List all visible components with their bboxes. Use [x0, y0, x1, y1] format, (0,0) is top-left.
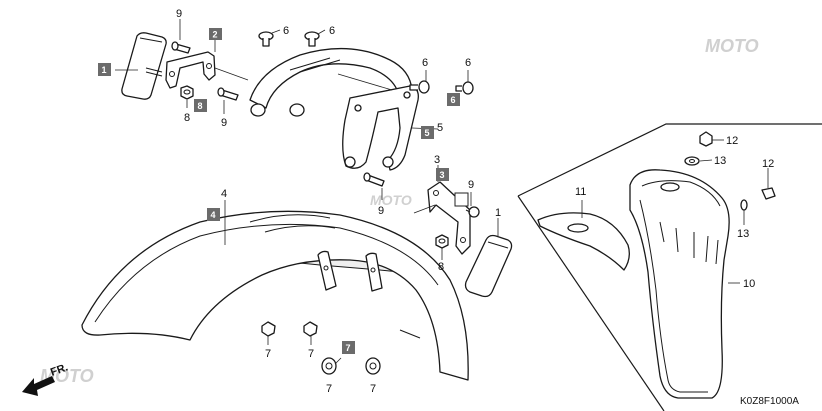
watermark-top: MOTO	[705, 36, 759, 56]
washer-13-right	[740, 199, 748, 211]
callout-box-2	[209, 28, 222, 40]
front-fender-4	[81, 210, 469, 381]
washer-7-c	[321, 357, 337, 375]
callout-box-3-text: 3	[440, 170, 445, 180]
direction-label: FR.	[49, 361, 70, 378]
callout-9: 9	[468, 179, 474, 191]
washer-13-top	[684, 156, 700, 166]
watermark-text-top: MOTO	[705, 36, 759, 56]
screw-6-c	[409, 80, 430, 94]
watermark-text-center: MOTO	[370, 192, 412, 208]
callout-7: 7	[308, 348, 314, 360]
callout-box-1-text: 1	[102, 65, 107, 75]
garnish-11	[537, 212, 630, 271]
screw-6-b	[304, 31, 320, 47]
callout-11: 11	[575, 186, 586, 198]
callout-box-5-text: 5	[425, 128, 430, 138]
callout-6: 6	[422, 57, 428, 69]
callout-box-2-text: 2	[213, 30, 218, 40]
callout-7: 7	[265, 348, 271, 360]
nut-7-b	[303, 321, 318, 337]
callout-box-4	[207, 208, 220, 221]
callout-box-7	[342, 341, 355, 354]
callout-9: 9	[176, 8, 182, 20]
stud-left	[145, 67, 163, 77]
washer-7-d	[365, 357, 381, 375]
callout-box-6-text: 6	[451, 95, 456, 105]
watermark-center: MOTO	[370, 192, 412, 208]
nut-8-right	[435, 234, 449, 249]
callout-box-1	[98, 63, 111, 76]
callout-10: 10	[743, 278, 755, 290]
bolt-9-top	[171, 41, 191, 54]
diagram-part-code: K0Z8F1000A	[740, 396, 799, 407]
callout-13: 13	[714, 155, 726, 167]
callout-12: 12	[726, 135, 738, 147]
callout-box-4-text: 4	[211, 210, 216, 220]
fender-stay-5	[249, 47, 419, 171]
bolt-9-right-a	[363, 172, 385, 187]
callout-5: 5	[437, 122, 443, 134]
callout-box-3	[436, 168, 449, 181]
bracket-2	[165, 51, 216, 89]
bolt-9-right-b	[465, 206, 480, 218]
rear-fender-10	[629, 169, 730, 399]
inset-frame	[517, 123, 822, 411]
callout-9: 9	[378, 205, 384, 217]
screw-6-d	[455, 81, 474, 95]
callout-9: 9	[221, 117, 227, 129]
callout-6: 6	[329, 25, 335, 37]
callout-6: 6	[465, 57, 471, 69]
screw-12-top	[699, 131, 713, 147]
callout-8: 8	[184, 112, 190, 124]
callout-4: 4	[221, 188, 227, 200]
callout-box-8	[194, 99, 207, 112]
callout-12: 12	[762, 158, 774, 170]
callout-3: 3	[434, 154, 440, 166]
callout-1: 1	[495, 207, 501, 219]
callout-box-7-text: 7	[346, 343, 351, 353]
front-direction-arrow: FR.	[22, 361, 70, 396]
screw-12-right	[761, 187, 776, 200]
screw-6-a	[258, 31, 274, 47]
callout-7: 7	[370, 383, 376, 395]
callout-box-9	[454, 192, 469, 207]
callout-box-5	[421, 126, 434, 139]
callout-13: 13	[737, 228, 749, 240]
callout-box-8-text: 8	[198, 101, 203, 111]
callouts: 9 2 6 6 1 8 8 9 6 6 6 5 5 3 3 9 9 8 1 4 …	[98, 8, 774, 395]
callout-8: 8	[438, 261, 444, 273]
callout-box-6	[447, 93, 460, 106]
callout-7: 7	[326, 383, 332, 395]
callout-6: 6	[283, 25, 289, 37]
nut-7-a	[261, 321, 276, 337]
reflector-left	[121, 32, 167, 100]
reflector-right	[464, 234, 513, 298]
nut-8-left	[180, 85, 194, 100]
bolt-9-lower	[217, 87, 239, 101]
